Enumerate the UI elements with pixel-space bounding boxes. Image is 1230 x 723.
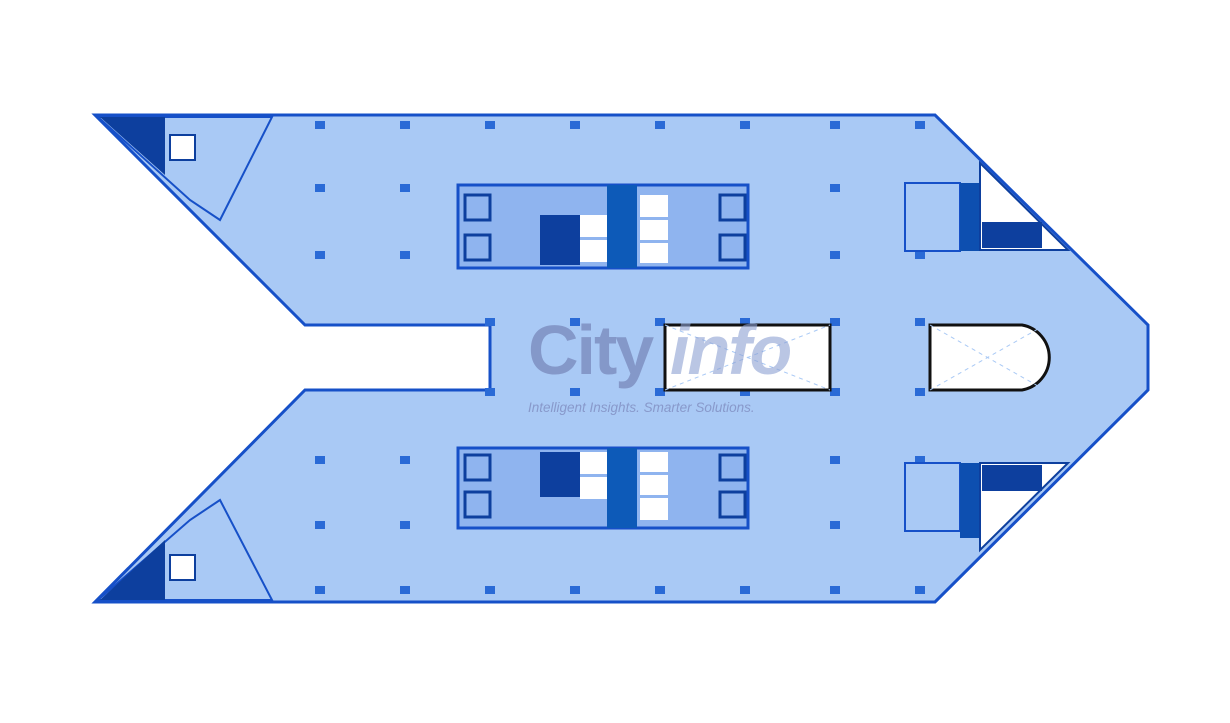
column (915, 586, 925, 594)
column (915, 251, 925, 259)
column (740, 388, 750, 396)
column (915, 318, 925, 326)
column (315, 184, 325, 192)
column (830, 456, 840, 464)
column (485, 586, 495, 594)
column (830, 121, 840, 129)
service-core-right-bottom (904, 462, 1071, 553)
column (655, 388, 665, 396)
column (400, 121, 410, 129)
column (315, 121, 325, 129)
floor-outline (91, 113, 1150, 604)
column (570, 388, 580, 396)
column (485, 318, 495, 326)
column (830, 318, 840, 326)
column (740, 318, 750, 326)
column (570, 318, 580, 326)
service-core-left-top (95, 116, 274, 222)
column (915, 456, 925, 464)
column (570, 586, 580, 594)
column (915, 121, 925, 129)
column (570, 121, 580, 129)
column (315, 521, 325, 529)
column (400, 586, 410, 594)
column (915, 388, 925, 396)
column (485, 121, 495, 129)
column (830, 388, 840, 396)
column (485, 388, 495, 396)
column (830, 586, 840, 594)
column (740, 121, 750, 129)
core-top (456, 183, 750, 270)
column (830, 251, 840, 259)
column (655, 318, 665, 326)
column (315, 251, 325, 259)
column (655, 121, 665, 129)
rounded-void (928, 323, 1051, 392)
service-core-right-top (904, 160, 1071, 252)
column (315, 586, 325, 594)
column (400, 251, 410, 259)
service-core-left-bottom (95, 498, 274, 601)
core-bottom (456, 446, 750, 530)
column (740, 586, 750, 594)
column (830, 521, 840, 529)
column (400, 184, 410, 192)
column (315, 456, 325, 464)
column (655, 586, 665, 594)
column (400, 456, 410, 464)
column-grid (235, 121, 925, 594)
column (830, 184, 840, 192)
column (400, 521, 410, 529)
